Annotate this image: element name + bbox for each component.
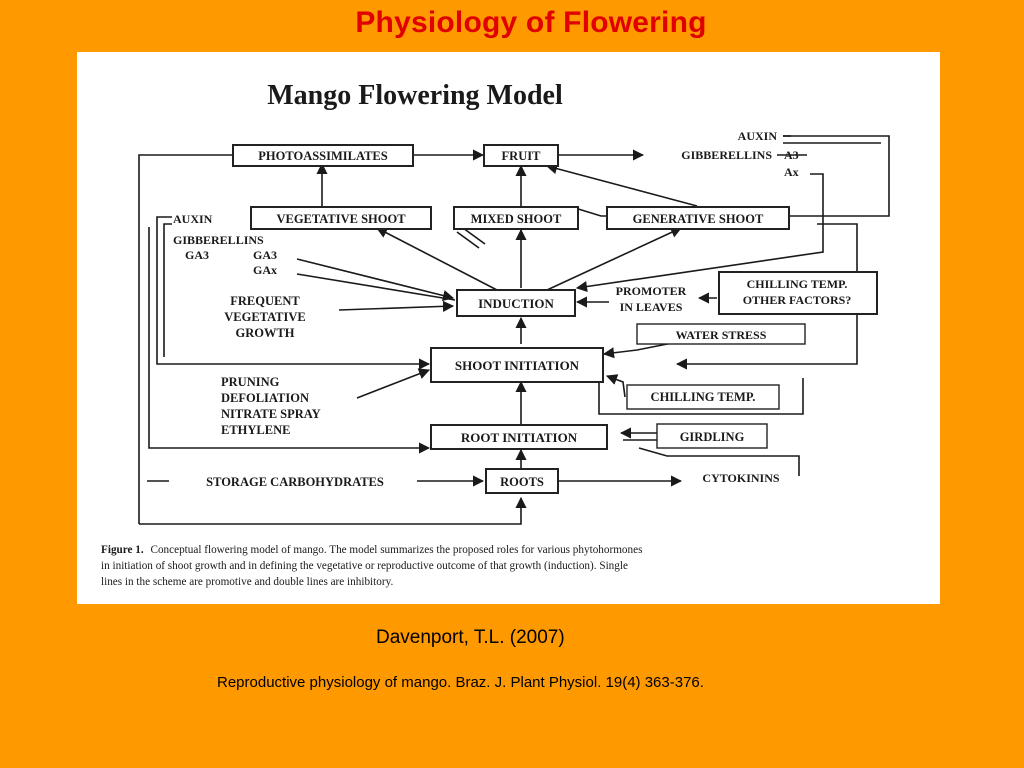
label-frequent-line3: GROWTH [235, 326, 294, 340]
node-photoassimilates: PHOTOASSIMILATES [232, 144, 414, 167]
node-mixed-shoot: MIXED SHOOT [453, 206, 579, 230]
label-girdling: GIRDLING [680, 430, 745, 444]
label-a3: A3 [784, 148, 799, 162]
node-vegetative-shoot: VEGETATIVE SHOOT [250, 206, 432, 230]
label-chilling-other-line1: CHILLING TEMP. [747, 277, 848, 291]
edge-gax-induct [296, 273, 456, 301]
node-chilling-temp [626, 384, 780, 410]
edge-auxin-inhibit-a [574, 135, 890, 217]
label-frequent-line2: VEGETATIVE [224, 310, 306, 324]
edge-ga3-induct [296, 258, 455, 301]
node-girdling [656, 423, 768, 449]
edge-veg-mixed-a [456, 231, 480, 249]
node-photoassimilates-label: PHOTOASSIMILATES [258, 149, 387, 163]
label-auxin-left: AUXIN [173, 212, 213, 226]
node-vegetative-shoot-label: VEGETATIVE SHOOT [276, 212, 406, 226]
label-defoliation: DEFOLIATION [221, 391, 309, 405]
label-frequent-line1: FREQUENT [230, 294, 300, 308]
reference: Reproductive physiology of mango. Braz. … [217, 674, 704, 691]
node-generative-shoot-label: GENERATIVE SHOOT [633, 212, 764, 226]
node-root-initiation: ROOT INITIATION [430, 424, 608, 450]
node-water-stress [636, 323, 806, 345]
label-gibberellins-left: GIBBERELLINS [173, 233, 264, 247]
label-ga3: GA3 [253, 248, 277, 262]
figure-heading: Mango Flowering Model [267, 80, 563, 111]
edge-auxin-rootinit [148, 227, 431, 454]
edge-bottom-loop [139, 496, 527, 525]
edge-frequent-induct [338, 300, 455, 312]
label-pruning: PRUNING [221, 375, 280, 389]
edge-cytokinins-up [638, 447, 800, 476]
edge-pruning-shootinit [356, 368, 431, 399]
label-ethylene: ETHYLENE [221, 423, 290, 437]
label-gibberellins-top: GIBBERELLINS [681, 148, 772, 162]
label-ga3-left: GA3 [185, 248, 209, 262]
citation: Davenport, T.L. (2007) [376, 627, 565, 648]
edge-induct-veg [376, 227, 498, 291]
label-auxin-top: AUXIN [738, 129, 778, 143]
edge-chilltemp-shootinit [605, 374, 626, 398]
label-nitrate-spray: NITRATE SPRAY [221, 407, 321, 421]
node-induction: INDUCTION [456, 289, 576, 317]
node-fruit: FRUIT [483, 144, 559, 167]
edge-veg-mixed-b [462, 227, 486, 245]
label-chilling-temp: CHILLING TEMP. [651, 390, 756, 404]
flowering-model-diagram: Mango Flowering Model [101, 80, 890, 588]
label-water-stress: WATER STRESS [676, 328, 767, 342]
edge-chilltemp-loop [598, 378, 804, 415]
edge-induct-gen [546, 227, 683, 291]
figure-caption-line2: in initiation of shoot growth and in def… [101, 560, 628, 572]
label-promoter-line1: PROMOTER [616, 284, 687, 298]
label-cytokinins: CYTOKININS [702, 471, 779, 485]
label-gax: GAx [253, 263, 277, 277]
slide-title: Physiology of Flowering [355, 6, 707, 39]
label-promoter-line2: IN LEAVES [620, 300, 683, 314]
label-storage-carbohydrates: STORAGE CARBOHYDRATES [206, 475, 384, 489]
edge-gen-fruit [545, 163, 698, 207]
node-mixed-shoot-label: MIXED SHOOT [471, 212, 562, 226]
node-generative-shoot: GENERATIVE SHOOT [606, 206, 790, 230]
node-shoot-initiation-label: SHOOT INITIATION [455, 358, 580, 373]
node-induction-label: INDUCTION [478, 296, 554, 311]
node-fruit-label: FRUIT [502, 149, 542, 163]
figure-caption-line1: Figure 1. Conceptual flowering model of … [101, 544, 642, 556]
label-chilling-other-line2: OTHER FACTORS? [743, 293, 852, 307]
diagram-edges [138, 135, 890, 525]
edge-outer-left [138, 154, 233, 524]
node-chilling-other [718, 271, 878, 315]
edge-auxin-shootinit-a [156, 216, 431, 370]
label-ax: Ax [784, 165, 799, 179]
figure-caption-label: Figure 1. [101, 544, 144, 556]
figure-caption-text1: Conceptual flowering model of mango. The… [150, 544, 642, 556]
flowering-model-figure: Mango Flowering Model [77, 52, 940, 604]
node-roots: ROOTS [485, 468, 559, 494]
node-shoot-initiation: SHOOT INITIATION [430, 347, 604, 383]
figure-caption-line3: lines in the scheme are promotive and do… [101, 576, 393, 588]
edge-auxin-shootinit-b [163, 223, 172, 357]
edge-ax-induction [575, 173, 824, 293]
node-roots-label: ROOTS [500, 475, 544, 489]
node-root-initiation-label: ROOT INITIATION [461, 430, 578, 445]
